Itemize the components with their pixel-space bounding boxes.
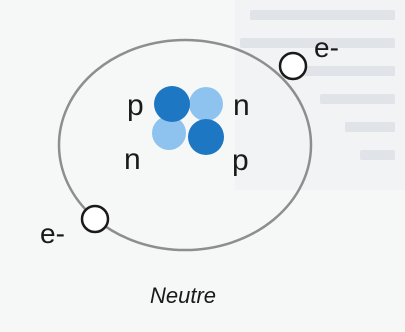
electron-top-right [278,51,308,81]
nucleus [152,86,224,155]
background-page-strip [235,0,405,190]
neutron-bottom-left [152,116,186,150]
proton-top-left [154,86,190,122]
electron-orbit [57,38,313,252]
electron-label-bottom: e- [40,218,65,249]
electron-label-top: e- [314,32,339,63]
electron-bottom-left [80,204,110,234]
neutron-label-top: n [233,89,250,122]
proton-bottom-right [188,119,224,155]
caption: Neutre [150,283,216,308]
proton-label-bottom: p [232,144,249,177]
neutron-top-right [189,87,223,121]
proton-label-top: p [127,89,144,122]
neutron-label-bottom: n [124,143,141,176]
